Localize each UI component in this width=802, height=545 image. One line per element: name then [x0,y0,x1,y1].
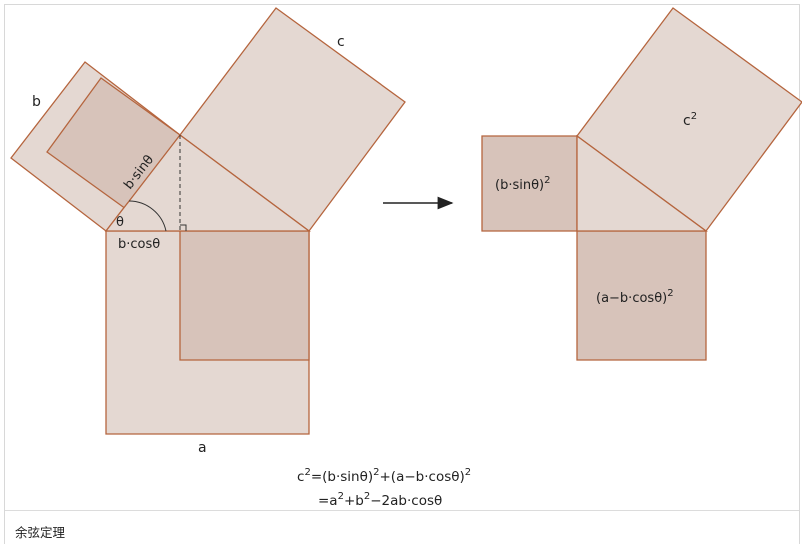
right-angle-mark [180,224,187,231]
label-bsin2: (b·sinθ)2 [495,175,550,193]
label-b: b [32,94,41,110]
triangle [104,134,311,232]
formula-line-2: =a2+b2−2ab·cosθ [318,491,442,509]
left-figure: b c a θ b·cosθ b·sinθ [10,7,406,456]
label-c2: c2 [683,111,697,129]
label-c: c [337,34,345,50]
caption-text: 余弦定理 [15,525,66,540]
theta-arc [128,200,167,232]
triangle-right [576,134,708,232]
right-figure: c2 (b·sinθ)2 (a−b·cosθ)2 [481,7,802,361]
label-bcos: b·cosθ [118,237,160,252]
square-a-minus-bcos [179,230,310,361]
label-abcos2: (a−b·cosθ)2 [596,288,674,306]
formula: c2=(b·sinθ)2+(a−b·cosθ)2 =a2+b2−2ab·cosθ [297,467,471,509]
label-theta: θ [116,215,124,230]
formula-line-1: c2=(b·sinθ)2+(a−b·cosθ)2 [297,467,471,485]
caption-bar: 余弦定理 [5,510,799,544]
label-a: a [198,440,207,456]
